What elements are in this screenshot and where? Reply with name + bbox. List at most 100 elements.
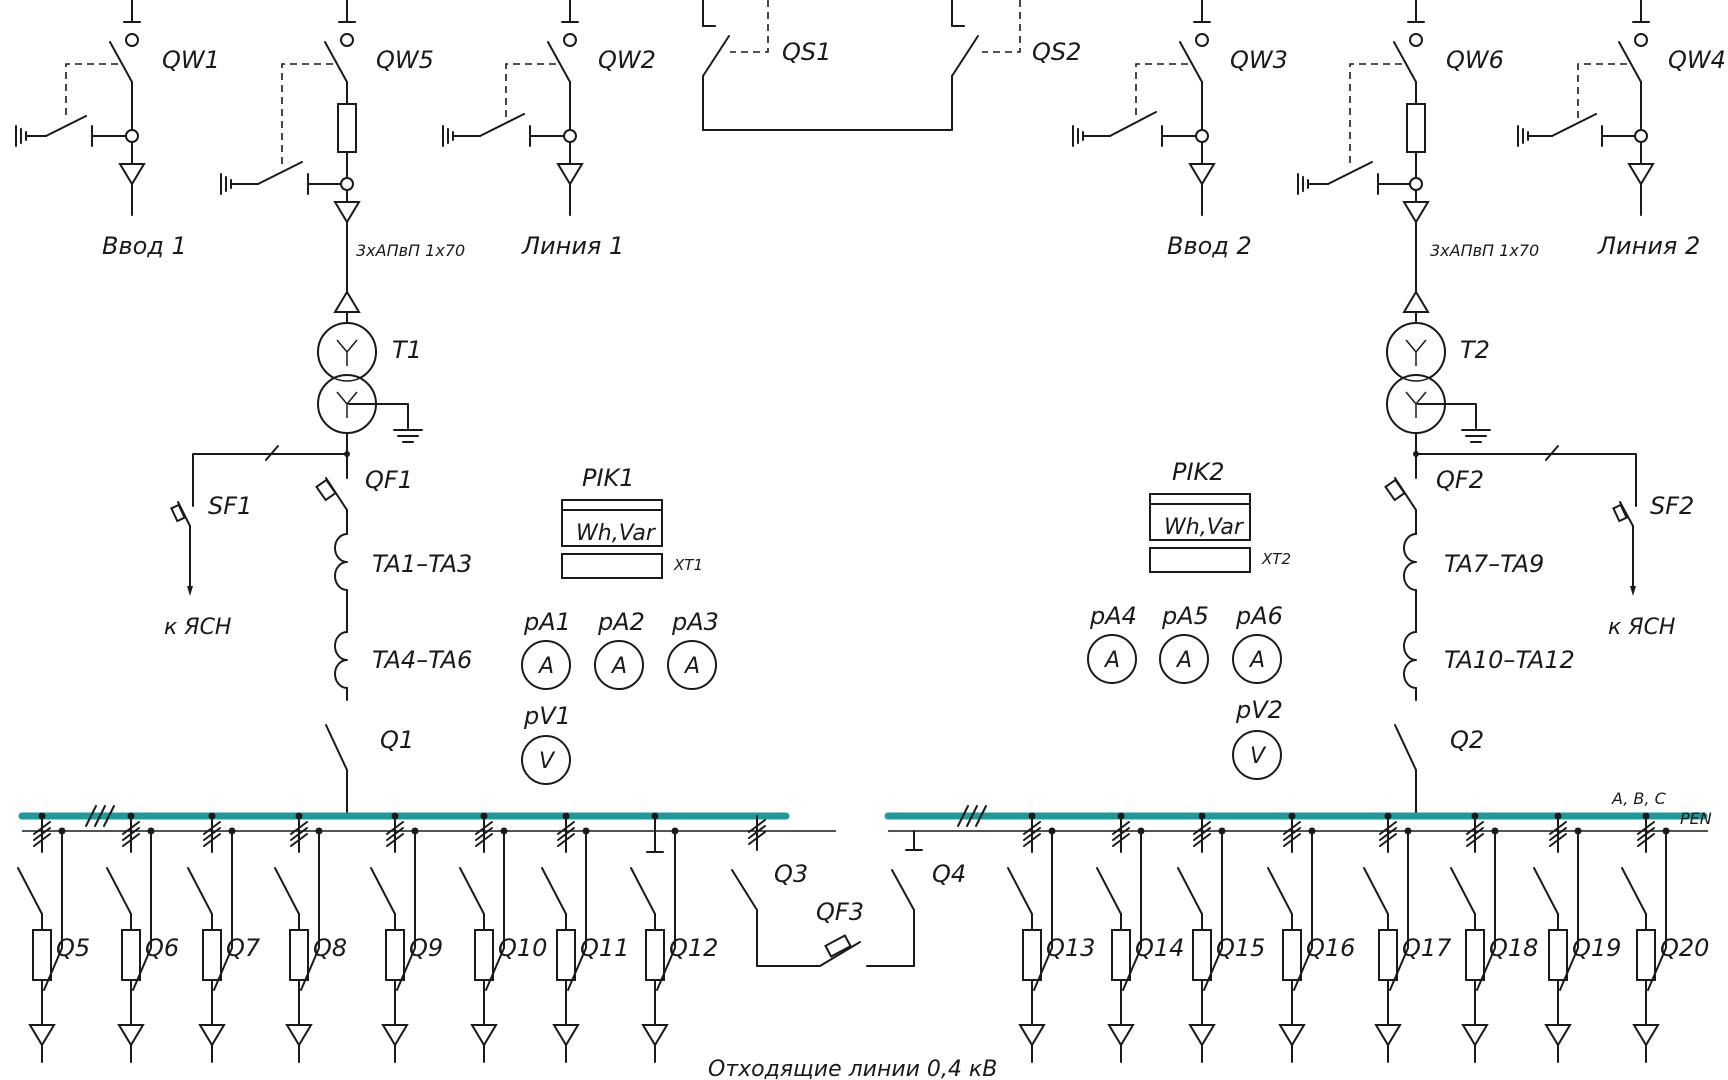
- feeder-q19: Q19: [1533, 812, 1621, 1063]
- label-pen: PEN: [1680, 809, 1712, 828]
- ammeters-left: [521, 640, 717, 690]
- voltmeter-left: [521, 735, 571, 785]
- feeder-q11: Q11: [541, 812, 629, 1063]
- label-to-ysn-right: к ЯСН: [1608, 615, 1675, 640]
- feeder-q18: Q18: [1450, 812, 1538, 1063]
- label-qs1: QS1: [782, 38, 831, 66]
- cell-qs1-qs2: [702, 0, 1021, 131]
- label-pa5: pA5: [1161, 602, 1209, 630]
- cell-qw1: [15, 0, 146, 216]
- label-t2: T2: [1460, 336, 1490, 364]
- label-to-ysn-left: к ЯСН: [164, 615, 231, 640]
- label-t1: T1: [392, 336, 422, 364]
- label-qw2: QW2: [598, 46, 656, 74]
- feeder-q20: Q20: [1621, 812, 1709, 1063]
- label-pa1: pA1: [523, 608, 571, 636]
- feeder-q14: Q14: [1096, 812, 1184, 1063]
- label-outgoing-lines: Отходящие линии 0,4 кВ: [708, 1057, 997, 1080]
- feeder-q7: Q7: [187, 812, 261, 1063]
- transformer-t2: [1386, 322, 1491, 479]
- label-ta7-ta9: TA7–TA9: [1444, 550, 1544, 578]
- label-pv2: pV2: [1235, 696, 1283, 724]
- voltmeter-symbol-pv1: V: [539, 749, 556, 774]
- label-feeder-q20: Q20: [1660, 934, 1709, 962]
- label-pa4: pA4: [1089, 602, 1137, 630]
- label-qw3: QW3: [1230, 46, 1288, 74]
- label-ta1-ta3: TA1–TA3: [372, 550, 472, 578]
- label-feeder-q6: Q6: [145, 934, 179, 962]
- ammeters-right: [1087, 634, 1282, 684]
- label-feeder-q5: Q5: [56, 934, 90, 962]
- label-qf2: QF2: [1436, 466, 1484, 494]
- label-qw6: QW6: [1446, 46, 1504, 74]
- ammeter-symbol-pa3: A: [683, 654, 700, 679]
- cell-qw3: [1072, 0, 1216, 216]
- feeder-q10: Q10: [459, 812, 547, 1063]
- label-sf2: SF2: [1650, 492, 1694, 520]
- ammeter-symbol-pa5: A: [1175, 648, 1192, 673]
- label-ta4-ta6: TA4–TA6: [372, 646, 472, 674]
- label-pa2: pA2: [597, 608, 645, 636]
- label-ta10-ta12: TA10–TA12: [1444, 646, 1575, 674]
- label-q3: Q3: [774, 860, 808, 888]
- label-input-2: Ввод 2: [1167, 232, 1252, 260]
- feeder-q5: Q5: [17, 812, 90, 1063]
- feeder-q8: Q8: [274, 812, 347, 1063]
- ammeter-symbol-pa4: A: [1103, 648, 1120, 673]
- label-feeder-q19: Q19: [1572, 934, 1621, 962]
- label-q1: Q1: [380, 726, 414, 754]
- label-pa3: pA3: [671, 608, 719, 636]
- cell-qw5: [220, 0, 361, 323]
- label-feeder-q14: Q14: [1135, 934, 1184, 962]
- label-feeder-q18: Q18: [1489, 934, 1538, 962]
- label-feeder-q13: Q13: [1046, 934, 1095, 962]
- feeder-q16: Q16: [1267, 812, 1355, 1063]
- label-qw4: QW4: [1668, 46, 1726, 74]
- meter-pik2: [1149, 493, 1251, 573]
- label-pa6: pA6: [1235, 602, 1283, 630]
- label-feeder-q11: Q11: [580, 934, 629, 962]
- label-sf1: SF1: [208, 492, 252, 520]
- ammeter-symbol-pa2: A: [610, 654, 627, 679]
- label-qf1: QF1: [365, 466, 413, 494]
- label-pik2: PIK2: [1172, 458, 1225, 486]
- voltmeter-symbol-pv2: V: [1250, 744, 1267, 769]
- label-feeder-q9: Q9: [409, 934, 443, 962]
- cell-qw6: [1297, 0, 1430, 323]
- label-qw1: QW1: [162, 46, 220, 74]
- label-q4: Q4: [932, 860, 966, 888]
- label-pik1-units: Wh,Var: [576, 521, 657, 546]
- ammeter-symbol-pa6: A: [1248, 648, 1265, 673]
- label-line-2: Линия 2: [1597, 232, 1700, 260]
- feeder-q13: Q13: [1007, 812, 1095, 1063]
- label-cable-left: 3хАПвП 1х70: [356, 241, 465, 260]
- label-feeder-q10: Q10: [498, 934, 547, 962]
- label-input-1: Ввод 1: [102, 232, 187, 260]
- secondary-right: [1384, 445, 1637, 817]
- label-qw5: QW5: [376, 46, 434, 74]
- outgoing-feeders: Q5 Q6 Q7 Q8 Q9 Q10 Q11 Q12 Q13 Q14 Q15 Q16 Q17 Q18 Q19…: [17, 812, 1709, 1063]
- label-feeder-q8: Q8: [313, 934, 347, 962]
- sectionalizer: [731, 815, 923, 967]
- label-feeder-q7: Q7: [226, 934, 261, 962]
- feeder-q15: Q15: [1177, 812, 1265, 1063]
- label-q2: Q2: [1450, 726, 1484, 754]
- cell-qw2: [442, 0, 584, 216]
- label-pv1: pV1: [523, 702, 571, 730]
- feeder-q12: Q12: [630, 812, 718, 1063]
- feeder-q17: Q17: [1363, 812, 1452, 1063]
- label-cable-right: 3хАПвП 1х70: [1430, 241, 1539, 260]
- label-feeder-q12: Q12: [669, 934, 718, 962]
- transformer-t1: [317, 322, 423, 479]
- meter-pik1: [561, 499, 663, 579]
- feeder-q6: Q6: [106, 812, 179, 1063]
- label-qf3: QF3: [816, 898, 864, 926]
- voltmeter-right: [1232, 730, 1282, 780]
- label-xt1: XT1: [673, 556, 703, 574]
- label-feeder-q17: Q17: [1402, 934, 1452, 962]
- cell-qw4: [1517, 0, 1655, 216]
- label-feeder-q16: Q16: [1306, 934, 1355, 962]
- label-pik1: PIK1: [582, 464, 635, 492]
- label-feeder-q15: Q15: [1216, 934, 1265, 962]
